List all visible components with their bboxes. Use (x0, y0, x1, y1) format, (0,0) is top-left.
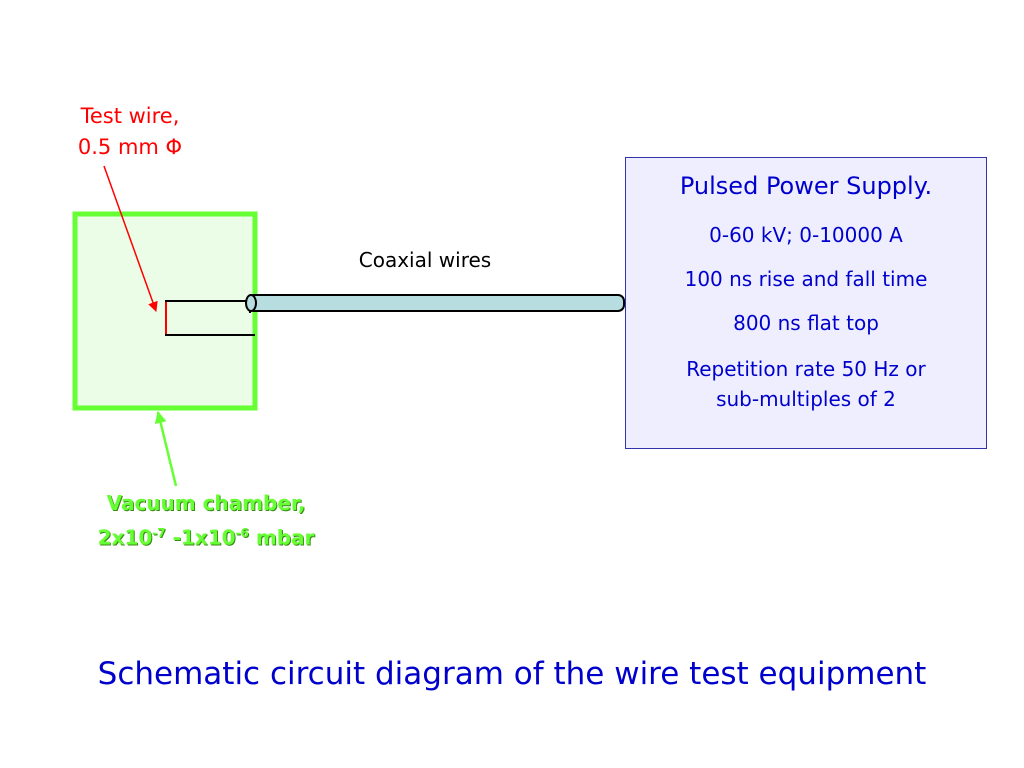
pressure-low-base: 2x10 (97, 525, 153, 550)
test-wire-label-line1: Test wire, (80, 104, 180, 128)
power-supply-voltage-current: 0-60 kV; 0-10000 A (709, 223, 903, 247)
pressure-high-base: -1x10 (165, 525, 236, 550)
power-supply-rise-fall-time: 100 ns rise and fall time (684, 267, 928, 291)
pulsed-power-supply-box: Pulsed Power Supply. 0-60 kV; 0-10000 A … (625, 157, 987, 449)
repetition-rate-line1: Repetition rate 50 Hz or (686, 357, 926, 381)
vacuum-chamber-label-line1: Vacuum chamber, (106, 491, 306, 515)
power-supply-flat-top: 800 ns flat top (733, 311, 879, 335)
pressure-low-exponent: -7 (152, 526, 166, 540)
power-supply-title: Pulsed Power Supply. (679, 172, 933, 200)
test-wire-label: Test wire, 0.5 mm Φ (40, 101, 220, 163)
vacuum-pressure-range: 2x10-7 -1x10-6 mbar (56, 518, 356, 553)
vacuum-chamber-arrow (154, 411, 178, 487)
diagram-caption: Schematic circuit diagram of the wire te… (97, 656, 927, 692)
test-wire-arrow (103, 165, 158, 312)
pressure-high-exponent: -6 (235, 526, 249, 540)
repetition-rate-line2: sub-multiples of 2 (716, 387, 896, 411)
test-wire-label-line2: 0.5 mm Φ (77, 135, 183, 159)
power-supply-repetition-rate: Repetition rate 50 Hz or sub-multiples o… (626, 354, 986, 414)
pressure-unit: mbar (248, 525, 315, 550)
vacuum-chamber-label: Vacuum chamber, 2x10-7 -1x10-6 mbar (56, 488, 356, 553)
coaxial-wires-label: Coaxial wires (358, 248, 492, 272)
coaxial-cable (247, 294, 625, 312)
cable-end (245, 294, 257, 312)
